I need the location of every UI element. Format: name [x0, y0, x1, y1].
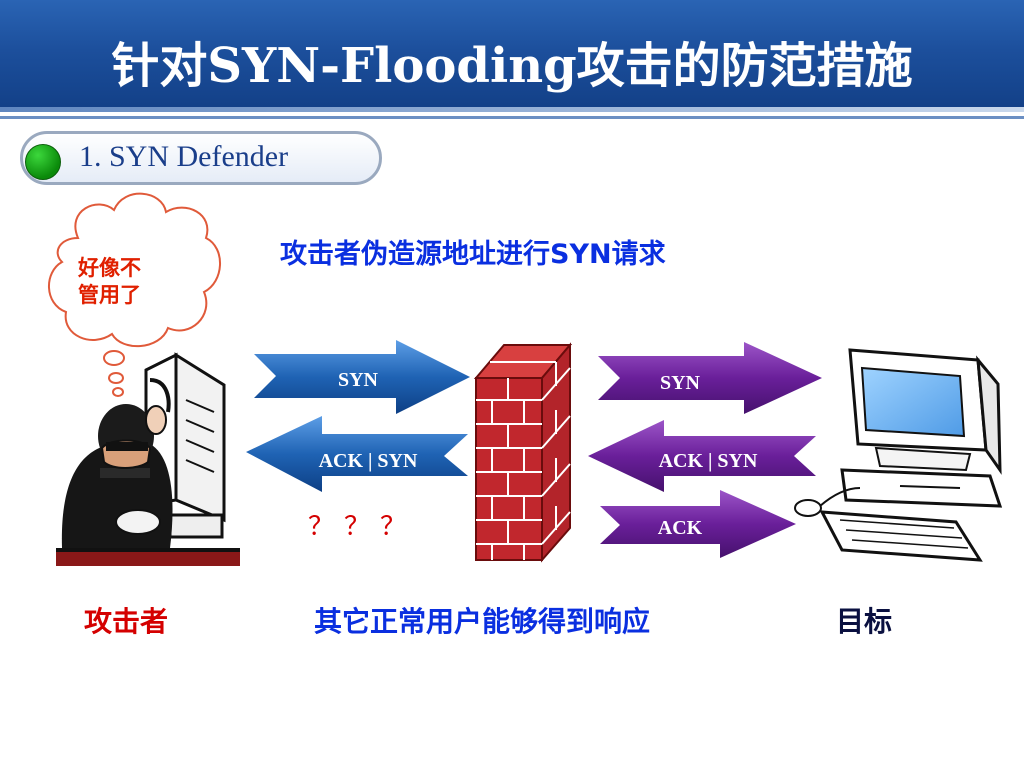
- label-left-ack-syn: ACK | SYN: [319, 450, 418, 472]
- target-label: 目标: [836, 605, 893, 638]
- section-label: 1. SYN Defender: [79, 140, 289, 173]
- arrow-firewall-to-target-ack: [600, 490, 796, 558]
- attacker-illustration-icon: [56, 352, 240, 566]
- thought-line-1: 好像不: [78, 256, 141, 280]
- label-right-ack: ACK: [658, 517, 703, 539]
- thought-bubble-text: 好像不 管用了: [78, 255, 141, 309]
- arrow-attacker-to-firewall-syn: [254, 340, 470, 414]
- slide-title: 针对SYN-Flooding攻击的防范措施: [111, 38, 913, 94]
- arrow-target-to-firewall-ack-syn: [588, 420, 816, 492]
- label-right-syn: SYN: [660, 372, 701, 394]
- header-divider: [0, 116, 1024, 119]
- section-pill: [20, 131, 382, 185]
- firewall-brick-wall-icon: [473, 342, 573, 563]
- thought-line-2: 管用了: [78, 283, 141, 307]
- label-right-ack-syn: ACK | SYN: [659, 450, 758, 472]
- arrow-firewall-to-attacker-ack-syn: [246, 416, 468, 492]
- thought-bubble-icon: [48, 192, 221, 397]
- arrow-firewall-to-target-syn: [598, 342, 822, 414]
- attacker-label: 攻击者: [84, 605, 169, 638]
- top-caption: 攻击者伪造源地址进行SYN请求: [280, 239, 666, 270]
- title-bar: [0, 0, 1024, 112]
- desktop-computer-illustration-icon: [794, 348, 1003, 562]
- green-dot-bullet-icon: [25, 144, 61, 180]
- question-marks: ？？？: [308, 512, 417, 542]
- bottom-caption: 其它正常用户能够得到响应: [314, 605, 651, 638]
- label-left-syn: SYN: [338, 369, 379, 391]
